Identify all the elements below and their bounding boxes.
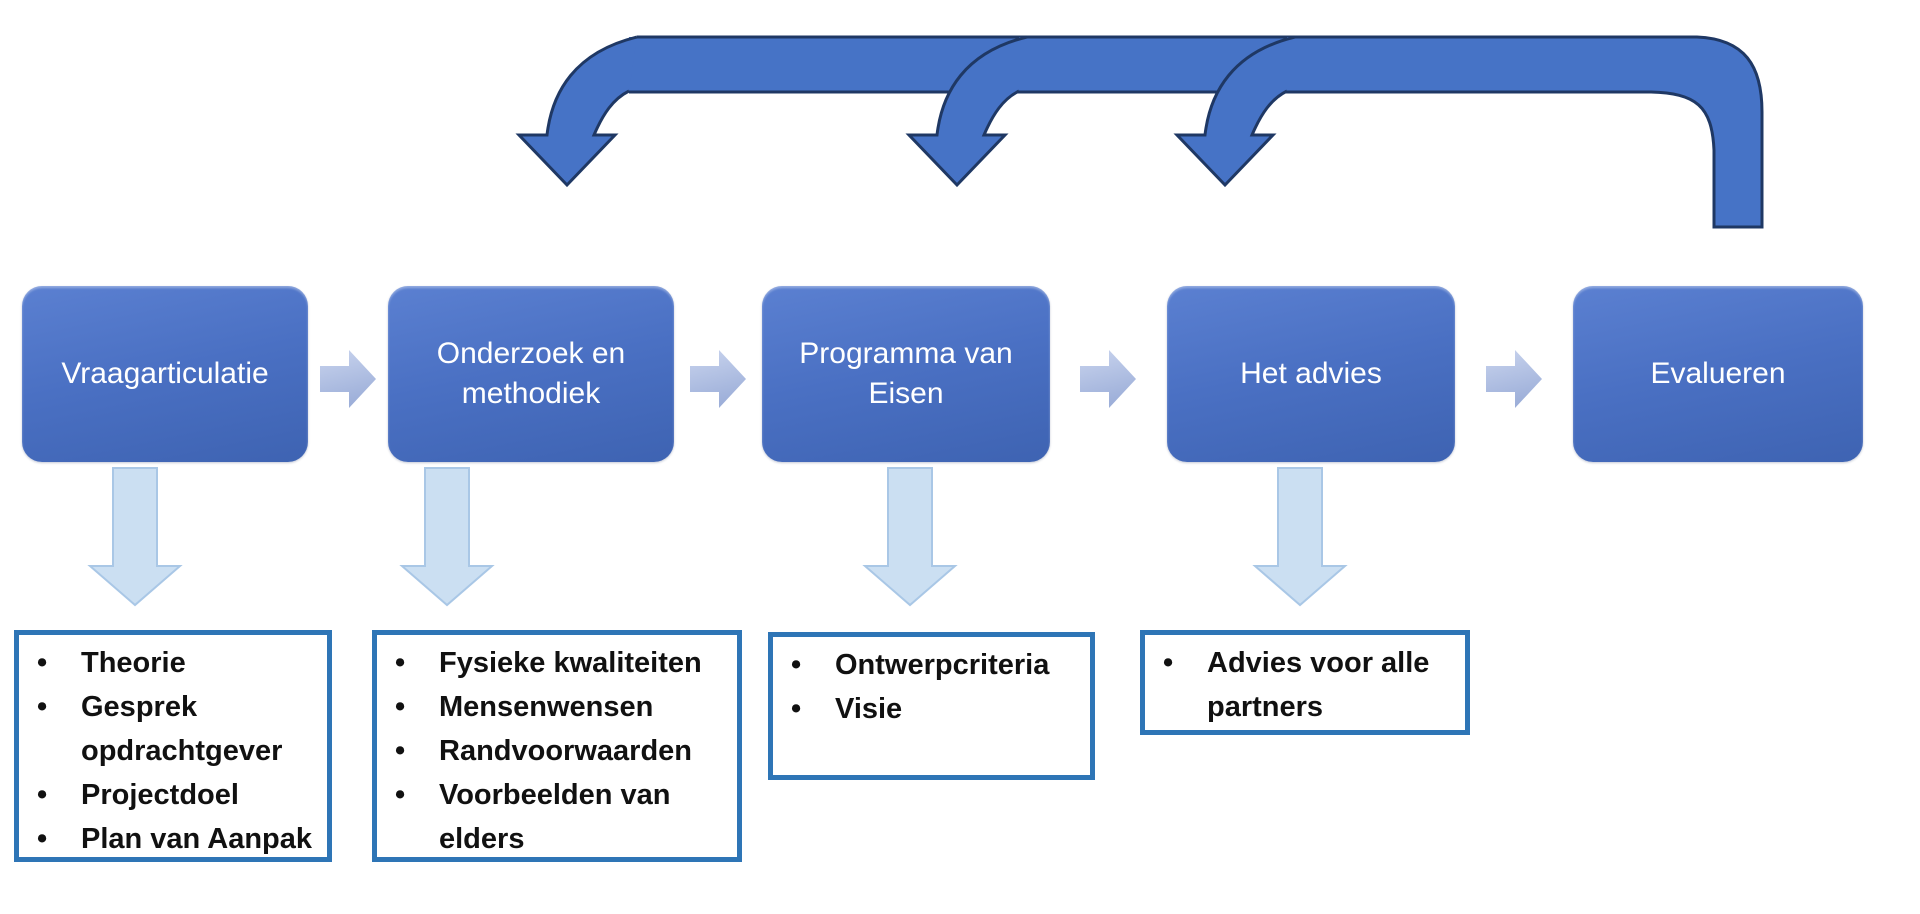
right-arrow-icon: [1486, 350, 1542, 408]
down-arrow-icon: [87, 467, 183, 607]
step-label: Programma van Eisen: [799, 337, 1013, 410]
detail-box-onderzoek: Fysieke kwaliteiten Mensenwensen Randvoo…: [372, 630, 742, 862]
feedback-hook3-fill: [1177, 37, 1295, 185]
feedback-band-fill: [629, 37, 1762, 227]
step-box-vraagarticulatie: Vraagarticulatie: [22, 286, 308, 462]
step-box-onderzoek-en-methodiek: Onderzoek en methodiek: [388, 286, 674, 462]
step-box-evalueren: Evalueren: [1573, 286, 1863, 462]
step-label: Onderzoek en methodiek: [436, 337, 626, 410]
list-item: Visie: [773, 687, 1090, 731]
list-item: Advies voor alle partners: [1145, 641, 1465, 729]
step-box-het-advies: Het advies: [1167, 286, 1455, 462]
step-label: Het advies: [1240, 357, 1382, 390]
right-arrow-icon: [690, 350, 746, 408]
step-label: Vraagarticulatie: [61, 357, 269, 390]
list-item: Randvoorwaarden: [377, 729, 737, 773]
list-item: Ontwerpcriteria: [773, 643, 1090, 687]
list-item: Theorie: [19, 641, 327, 685]
bullet-list: Fysieke kwaliteiten Mensenwensen Randvoo…: [377, 641, 737, 861]
bullet-list: Ontwerpcriteria Visie: [773, 643, 1090, 731]
detail-box-het-advies: Advies voor alle partners: [1140, 630, 1470, 735]
detail-box-programma-van-eisen: Ontwerpcriteria Visie: [768, 632, 1095, 780]
bullet-list: Theorie Gesprek opdrachtgever Projectdoe…: [19, 641, 327, 861]
feedback-band-outline: [629, 35, 1764, 229]
down-arrow-icon: [862, 467, 958, 607]
down-arrow-icon: [399, 467, 495, 607]
feedback-hook3-outline: [1173, 35, 1296, 188]
feedback-loop-arrow-icon: [515, 35, 1764, 229]
bullet-list: Advies voor alle partners: [1145, 641, 1465, 729]
feedback-hook1-fill: [519, 37, 637, 185]
down-arrow-icon: [1252, 467, 1348, 607]
list-item: Mensenwensen: [377, 685, 737, 729]
detail-box-vraagarticulatie: Theorie Gesprek opdrachtgever Projectdoe…: [14, 630, 332, 862]
list-item: Gesprek opdrachtgever: [19, 685, 327, 773]
step-label: Evalueren: [1650, 357, 1786, 390]
feedback-hook2-fill: [909, 37, 1027, 185]
list-item: Voorbeelden van elders: [377, 773, 737, 861]
feedback-hook2-outline: [905, 35, 1028, 188]
feedback-hook1-outline: [515, 35, 638, 188]
step-box-programma-van-eisen: Programma van Eisen: [762, 286, 1050, 462]
list-item: Projectdoel: [19, 773, 327, 817]
right-arrow-icon: [320, 350, 376, 408]
list-item: Fysieke kwaliteiten: [377, 641, 737, 685]
list-item: Plan van Aanpak: [19, 817, 327, 861]
right-arrow-icon: [1080, 350, 1136, 408]
